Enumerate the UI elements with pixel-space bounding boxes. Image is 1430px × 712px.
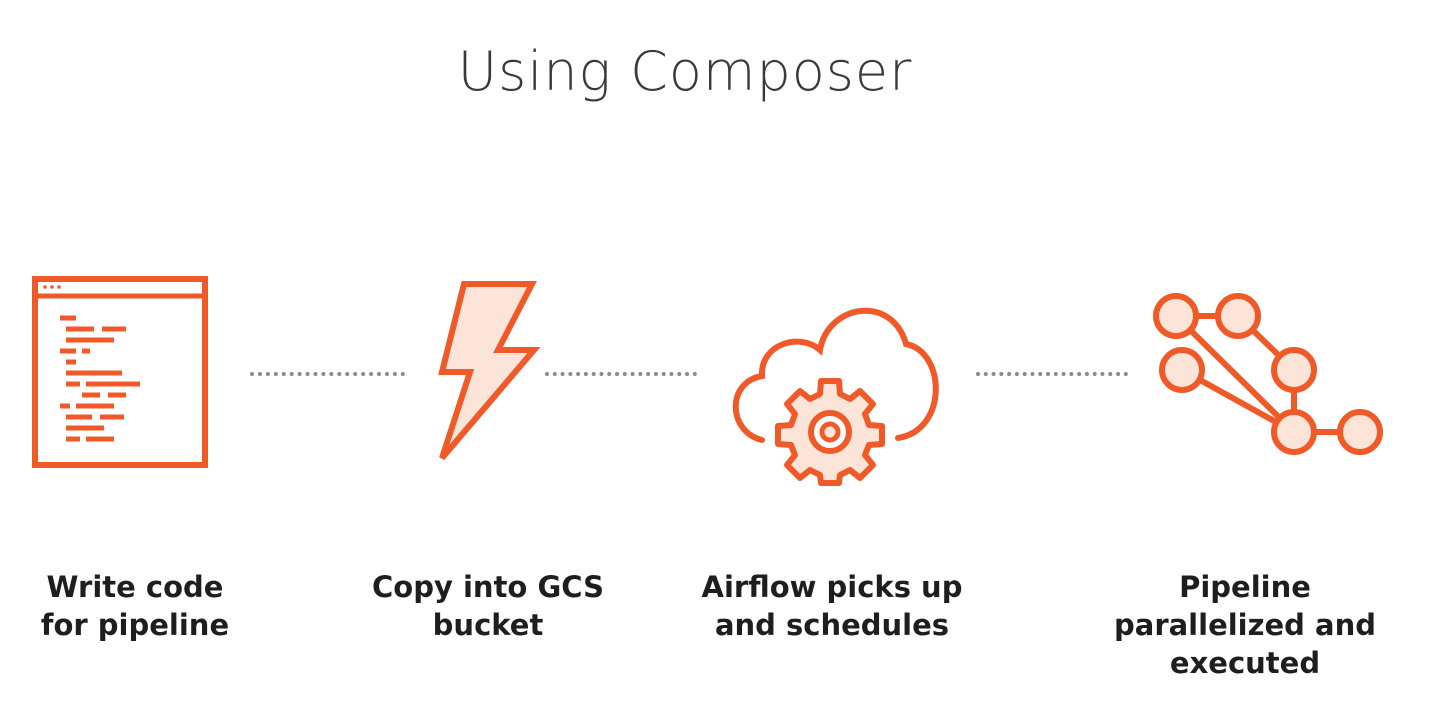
step-label-line: executed [1169, 646, 1321, 680]
dotted-connector [250, 372, 405, 376]
node-graph-icon [1153, 293, 1383, 455]
step-label-line: and schedules [714, 608, 950, 642]
page-title: Using Composer [457, 40, 913, 103]
step-label-pipeline: Pipeline parallelized and executed [1110, 568, 1380, 682]
step-label-line: bucket [432, 608, 544, 642]
step-label-line: Copy into GCS [372, 570, 604, 604]
step-label-line: Airflow picks up [701, 570, 963, 604]
step-label-write-code: Write code for pipeline [20, 568, 250, 644]
step-label-copy-gcs: Copy into GCS bucket [358, 568, 618, 644]
step-label-airflow: Airflow picks up and schedules [692, 568, 972, 644]
code-editor-icon [32, 276, 208, 468]
dotted-connector [545, 372, 697, 376]
step-label-line: Write code [46, 570, 224, 604]
cloud-gear-icon [732, 307, 939, 486]
dotted-connector [976, 372, 1128, 376]
step-label-line: Pipeline [1179, 570, 1311, 604]
step-label-line: parallelized and [1113, 608, 1376, 642]
step-label-line: for pipeline [40, 608, 230, 642]
lightning-bolt-icon [438, 281, 540, 460]
